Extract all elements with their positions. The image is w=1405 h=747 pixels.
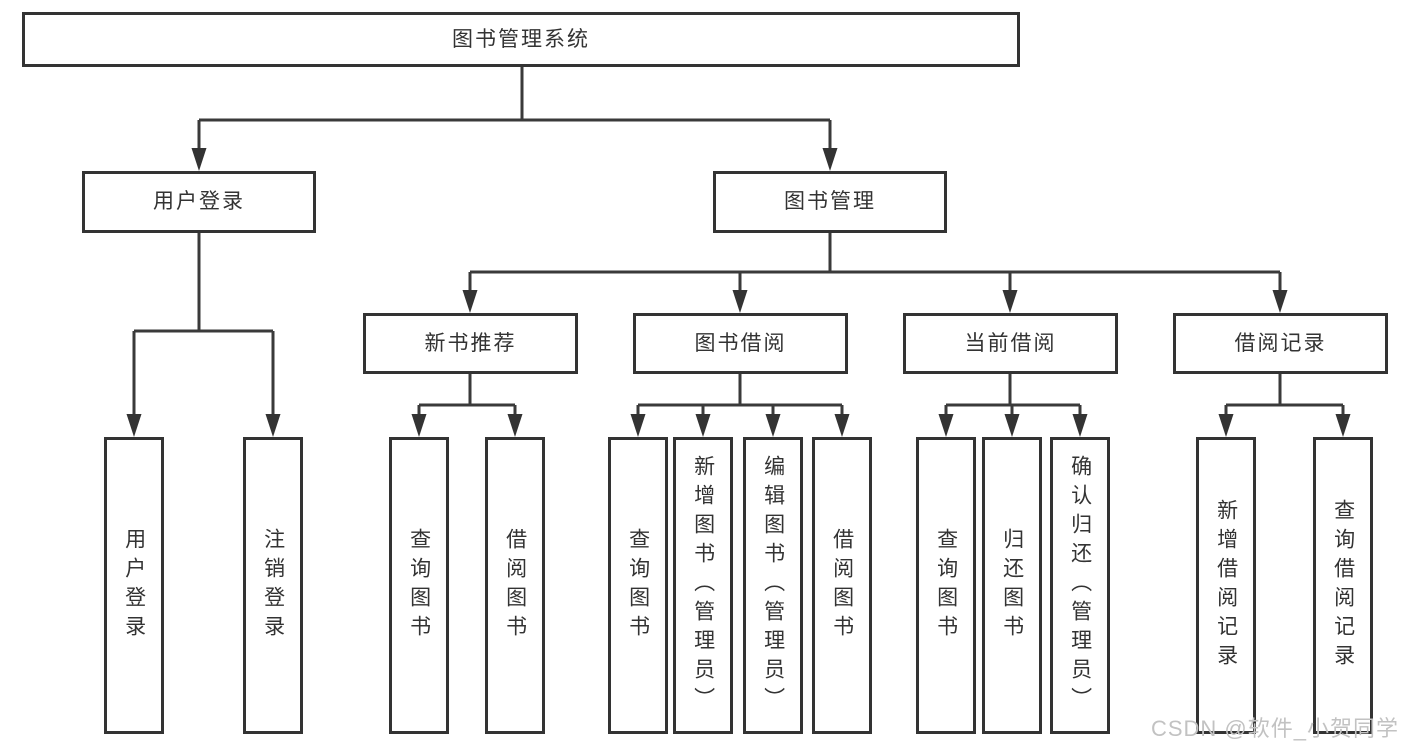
arrow-down-icon	[765, 414, 781, 437]
csdn-watermark: CSDN @软件_小贺同学	[1150, 716, 1399, 741]
node-borrowing-records: 借阅记录	[1173, 313, 1388, 374]
arrow-down-icon	[507, 414, 523, 437]
node-book-management: 图书管理	[713, 171, 947, 233]
leaf-borrow-borrow-books: 借阅图书	[812, 437, 872, 734]
leaf-records-add-record: 新增借阅记录	[1196, 437, 1256, 734]
arrow-down-icon	[834, 414, 850, 437]
node-label: 借阅记录	[1234, 331, 1327, 355]
arrow-down-icon	[1218, 414, 1234, 437]
node-label: 归还图书	[1000, 527, 1024, 644]
node-label: 查询借阅记录	[1331, 498, 1355, 673]
leaf-borrow-edit-books-admin: 编辑图书（管理员）	[743, 437, 803, 734]
arrow-down-icon	[1072, 414, 1088, 437]
arrow-down-icon	[822, 148, 838, 171]
node-label: 新书推荐	[424, 331, 517, 355]
node-library-management-system: 图书管理系统	[22, 12, 1020, 67]
node-label: 借阅图书	[503, 527, 527, 644]
arrow-down-icon	[630, 414, 646, 437]
node-label: 编辑图书（管理员）	[761, 455, 785, 716]
node-label: 查询图书	[407, 527, 431, 644]
leaf-newbook-borrow-books: 借阅图书	[485, 437, 545, 734]
leaf-borrow-query-books: 查询图书	[608, 437, 668, 734]
node-label: 新增图书（管理员）	[691, 455, 715, 716]
leaf-records-query-record: 查询借阅记录	[1313, 437, 1373, 734]
arrow-down-icon	[411, 414, 427, 437]
arrow-down-icon	[265, 414, 281, 437]
node-label: 图书借阅	[694, 331, 787, 355]
node-label: 用户登录	[122, 527, 146, 644]
node-user-login: 用户登录	[82, 171, 316, 233]
node-new-book-recommendation: 新书推荐	[363, 313, 578, 374]
arrow-down-icon	[191, 148, 207, 171]
leaf-user-login: 用户登录	[104, 437, 164, 734]
arrow-down-icon	[695, 414, 711, 437]
leaf-borrow-add-books-admin: 新增图书（管理员）	[673, 437, 733, 734]
arrow-down-icon	[1335, 414, 1351, 437]
node-current-borrowing: 当前借阅	[903, 313, 1118, 374]
node-label: 查询图书	[626, 527, 650, 644]
arrow-down-icon	[462, 290, 478, 313]
node-label: 借阅图书	[830, 527, 854, 644]
leaf-current-return-books: 归还图书	[982, 437, 1042, 734]
leaf-newbook-query-books: 查询图书	[389, 437, 449, 734]
leaf-logout: 注销登录	[243, 437, 303, 734]
leaf-current-confirm-return-admin: 确认归还（管理员）	[1050, 437, 1110, 734]
node-label: 用户登录	[153, 190, 245, 214]
node-label: 查询图书	[934, 527, 958, 644]
arrow-down-icon	[126, 414, 142, 437]
arrow-down-icon	[732, 290, 748, 313]
leaf-current-query-books: 查询图书	[916, 437, 976, 734]
arrow-down-icon	[1004, 414, 1020, 437]
node-label: 当前借阅	[964, 331, 1057, 355]
arrow-down-icon	[1272, 290, 1288, 313]
node-label: 图书管理	[784, 190, 876, 214]
arrow-down-icon	[938, 414, 954, 437]
node-book-borrowing: 图书借阅	[633, 313, 848, 374]
node-label: 新增借阅记录	[1214, 498, 1238, 673]
node-label: 确认归还（管理员）	[1068, 455, 1092, 716]
arrow-down-icon	[1002, 290, 1018, 313]
node-label: 图书管理系统	[452, 27, 590, 51]
node-label: 注销登录	[261, 527, 285, 644]
